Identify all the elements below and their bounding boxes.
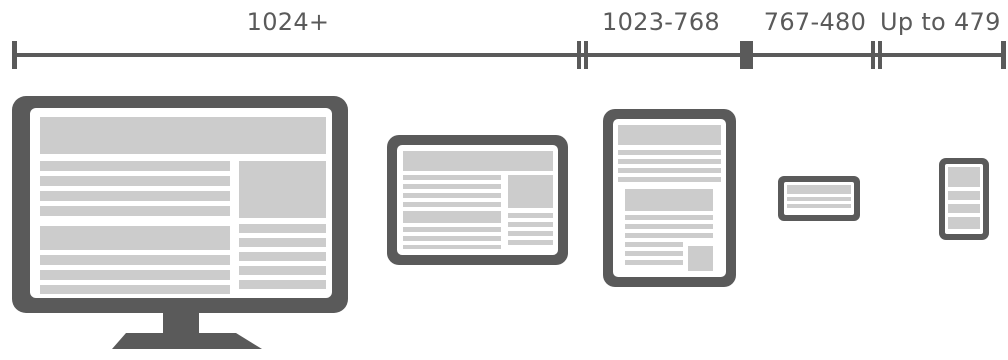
monitor-line bbox=[40, 161, 230, 171]
tablet-portrait-line bbox=[625, 242, 683, 247]
desktop-monitor-icon bbox=[12, 96, 348, 349]
tablet-portrait-line bbox=[625, 251, 683, 256]
tablet-portrait-thumb bbox=[688, 246, 713, 271]
monitor-line bbox=[40, 270, 230, 280]
tablet-portrait-image bbox=[625, 189, 713, 211]
ruler-divider-2 bbox=[740, 41, 753, 69]
tablet-portrait-line bbox=[618, 177, 721, 182]
tablet-landscape-image bbox=[403, 211, 501, 223]
monitor-image-block bbox=[40, 226, 230, 250]
phone-landscape-line bbox=[787, 204, 851, 208]
tablet-landscape-sidebar-line bbox=[508, 213, 553, 218]
phone-portrait-icon bbox=[939, 158, 989, 240]
breakpoint-label-phone-portrait: Up to 479 bbox=[880, 8, 1001, 36]
ruler-divider-1b bbox=[584, 41, 588, 69]
ruler-divider-1 bbox=[577, 41, 581, 69]
tablet-landscape-line bbox=[403, 193, 501, 198]
monitor-sidebar-line bbox=[239, 252, 326, 261]
monitor-base bbox=[112, 333, 262, 349]
tablet-portrait-line bbox=[618, 159, 721, 164]
tablet-portrait-line bbox=[625, 224, 713, 229]
phone-landscape-line bbox=[787, 197, 851, 201]
phone-portrait-header bbox=[948, 167, 980, 187]
tablet-landscape-line bbox=[403, 184, 501, 189]
monitor-line bbox=[40, 206, 230, 216]
breakpoint-label-phone-landscape: 767-480 bbox=[763, 8, 867, 36]
tablet-portrait-line bbox=[625, 233, 713, 238]
phone-landscape-icon bbox=[778, 176, 860, 221]
tablet-portrait-line bbox=[618, 168, 721, 173]
tablet-portrait-line bbox=[618, 150, 721, 155]
ruler-end-right bbox=[1001, 41, 1006, 69]
tablet-portrait-icon bbox=[603, 109, 736, 287]
monitor-line bbox=[40, 191, 230, 201]
phone-landscape-header bbox=[787, 185, 851, 194]
breakpoint-ruler bbox=[12, 41, 1006, 69]
tablet-landscape-sidebar-line bbox=[508, 231, 553, 236]
phone-portrait-line bbox=[948, 204, 980, 213]
breakpoint-label-tablet: 1023-768 bbox=[602, 8, 720, 36]
ruler-divider-3b bbox=[878, 41, 882, 69]
monitor-screen bbox=[30, 108, 332, 298]
tablet-portrait-line bbox=[625, 260, 683, 265]
monitor-sidebar-line bbox=[239, 280, 326, 289]
monitor-neck bbox=[163, 313, 199, 333]
monitor-sidebar-line bbox=[239, 266, 326, 275]
monitor-sidebar-line bbox=[239, 238, 326, 247]
breakpoint-label-desktop: 1024+ bbox=[246, 8, 330, 36]
phone-portrait-line bbox=[948, 217, 980, 229]
ruler-end-left bbox=[12, 41, 17, 69]
ruler-divider-3 bbox=[871, 41, 875, 69]
tablet-landscape-sidebar bbox=[508, 175, 553, 208]
tablet-landscape-line bbox=[403, 236, 501, 241]
monitor-sidebar-block bbox=[239, 161, 326, 218]
tablet-landscape-line bbox=[403, 175, 501, 180]
ruler-line bbox=[12, 53, 1006, 57]
tablet-landscape-header bbox=[403, 151, 553, 171]
tablet-landscape-sidebar-line bbox=[508, 222, 553, 227]
tablet-portrait-header bbox=[618, 125, 721, 145]
phone-portrait-line bbox=[948, 191, 980, 200]
tablet-landscape-icon bbox=[387, 135, 568, 265]
tablet-landscape-line bbox=[403, 245, 501, 249]
monitor-sidebar-line bbox=[239, 224, 326, 233]
tablet-landscape-line bbox=[403, 202, 501, 207]
tablet-landscape-line bbox=[403, 227, 501, 232]
monitor-line bbox=[40, 255, 230, 265]
monitor-line bbox=[40, 176, 230, 186]
tablet-landscape-sidebar-line bbox=[508, 240, 553, 245]
tablet-portrait-line bbox=[625, 215, 713, 220]
monitor-header-block bbox=[40, 117, 326, 154]
monitor-line bbox=[40, 285, 230, 294]
